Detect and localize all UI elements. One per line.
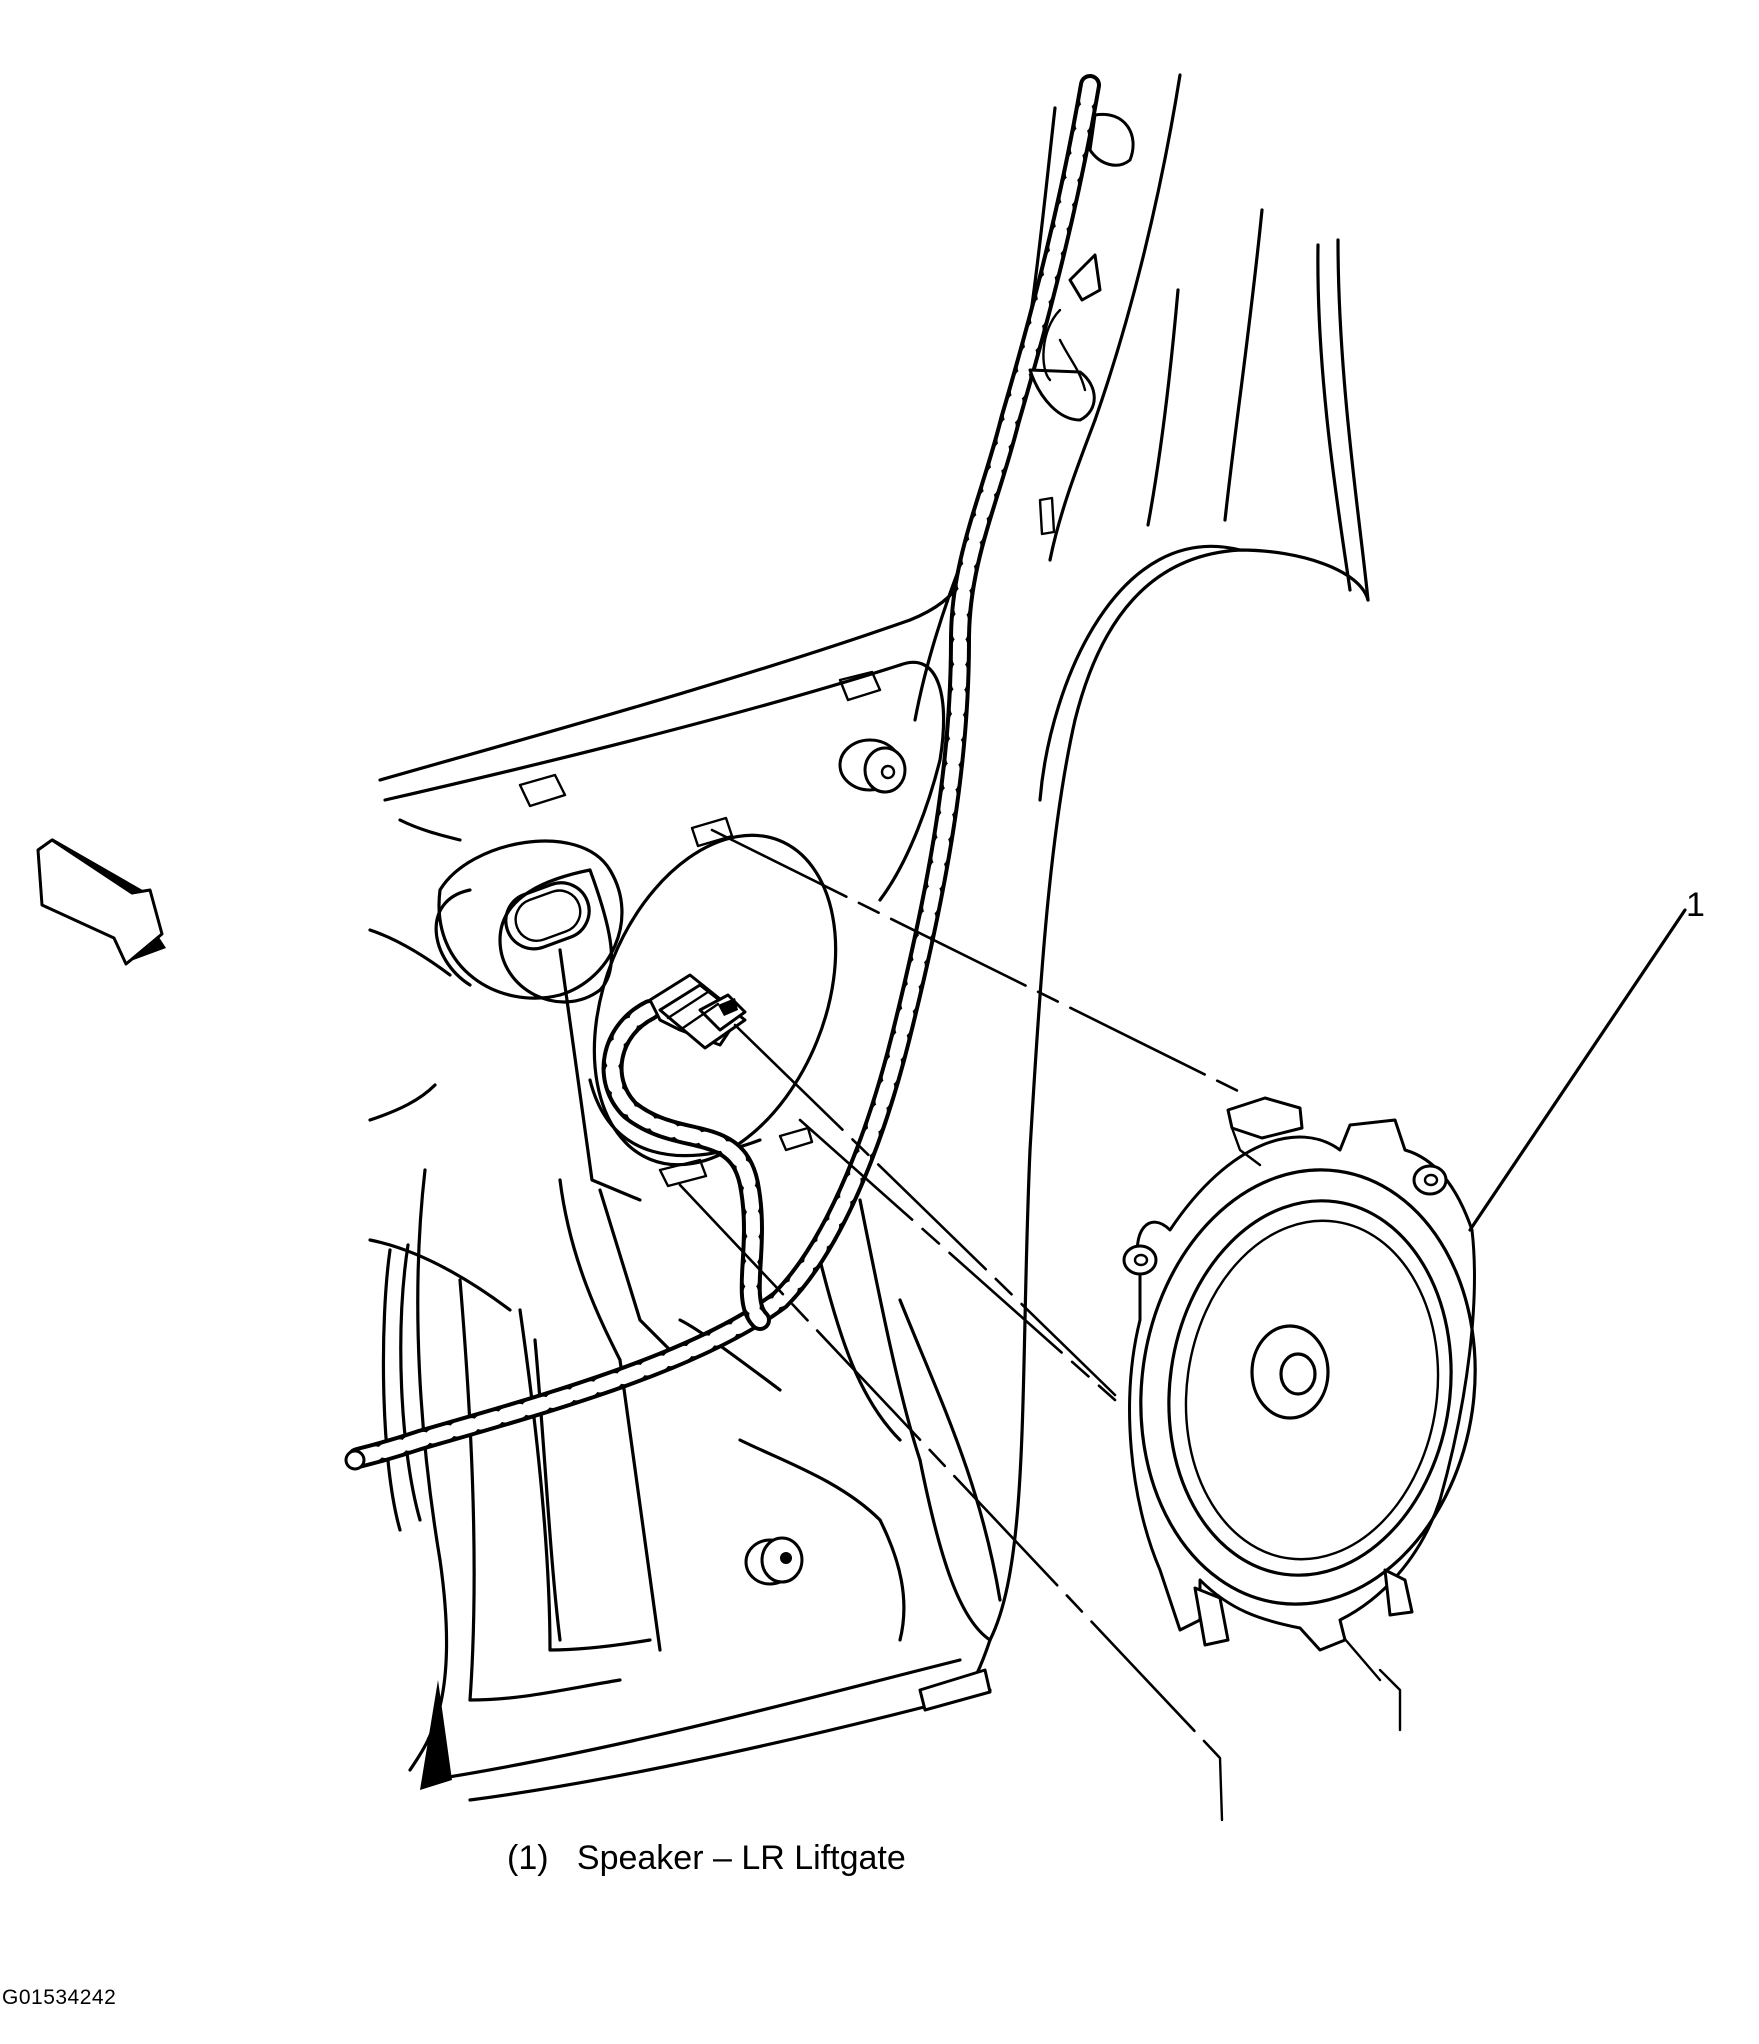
figure-id: G01534242: [2, 1986, 117, 2009]
mounting-slots: [518, 496, 1056, 1188]
legend-text: Speaker – LR Liftgate: [576, 1839, 906, 1877]
legend-ref: (1): [507, 1839, 549, 1877]
grommet-lower: [744, 1536, 804, 1586]
callout-number-1: 1: [1686, 886, 1705, 924]
speaker-assembly: [1122, 1096, 1477, 1652]
wiring-harness: [344, 74, 1101, 1471]
harness-clips: [1028, 112, 1135, 422]
oval-access-hole: [437, 839, 624, 1000]
liftgate-panel-outline: [368, 73, 1370, 1802]
harness-connector: [648, 973, 747, 1050]
view-direction-arrow: [36, 838, 166, 966]
grommet-upper: [838, 738, 907, 794]
callout-leader-line: [1468, 908, 1687, 1232]
lower-embossments: [381, 1178, 1002, 1790]
legend-caption: (1) Speaker – LR Liftgate: [507, 1838, 906, 1878]
